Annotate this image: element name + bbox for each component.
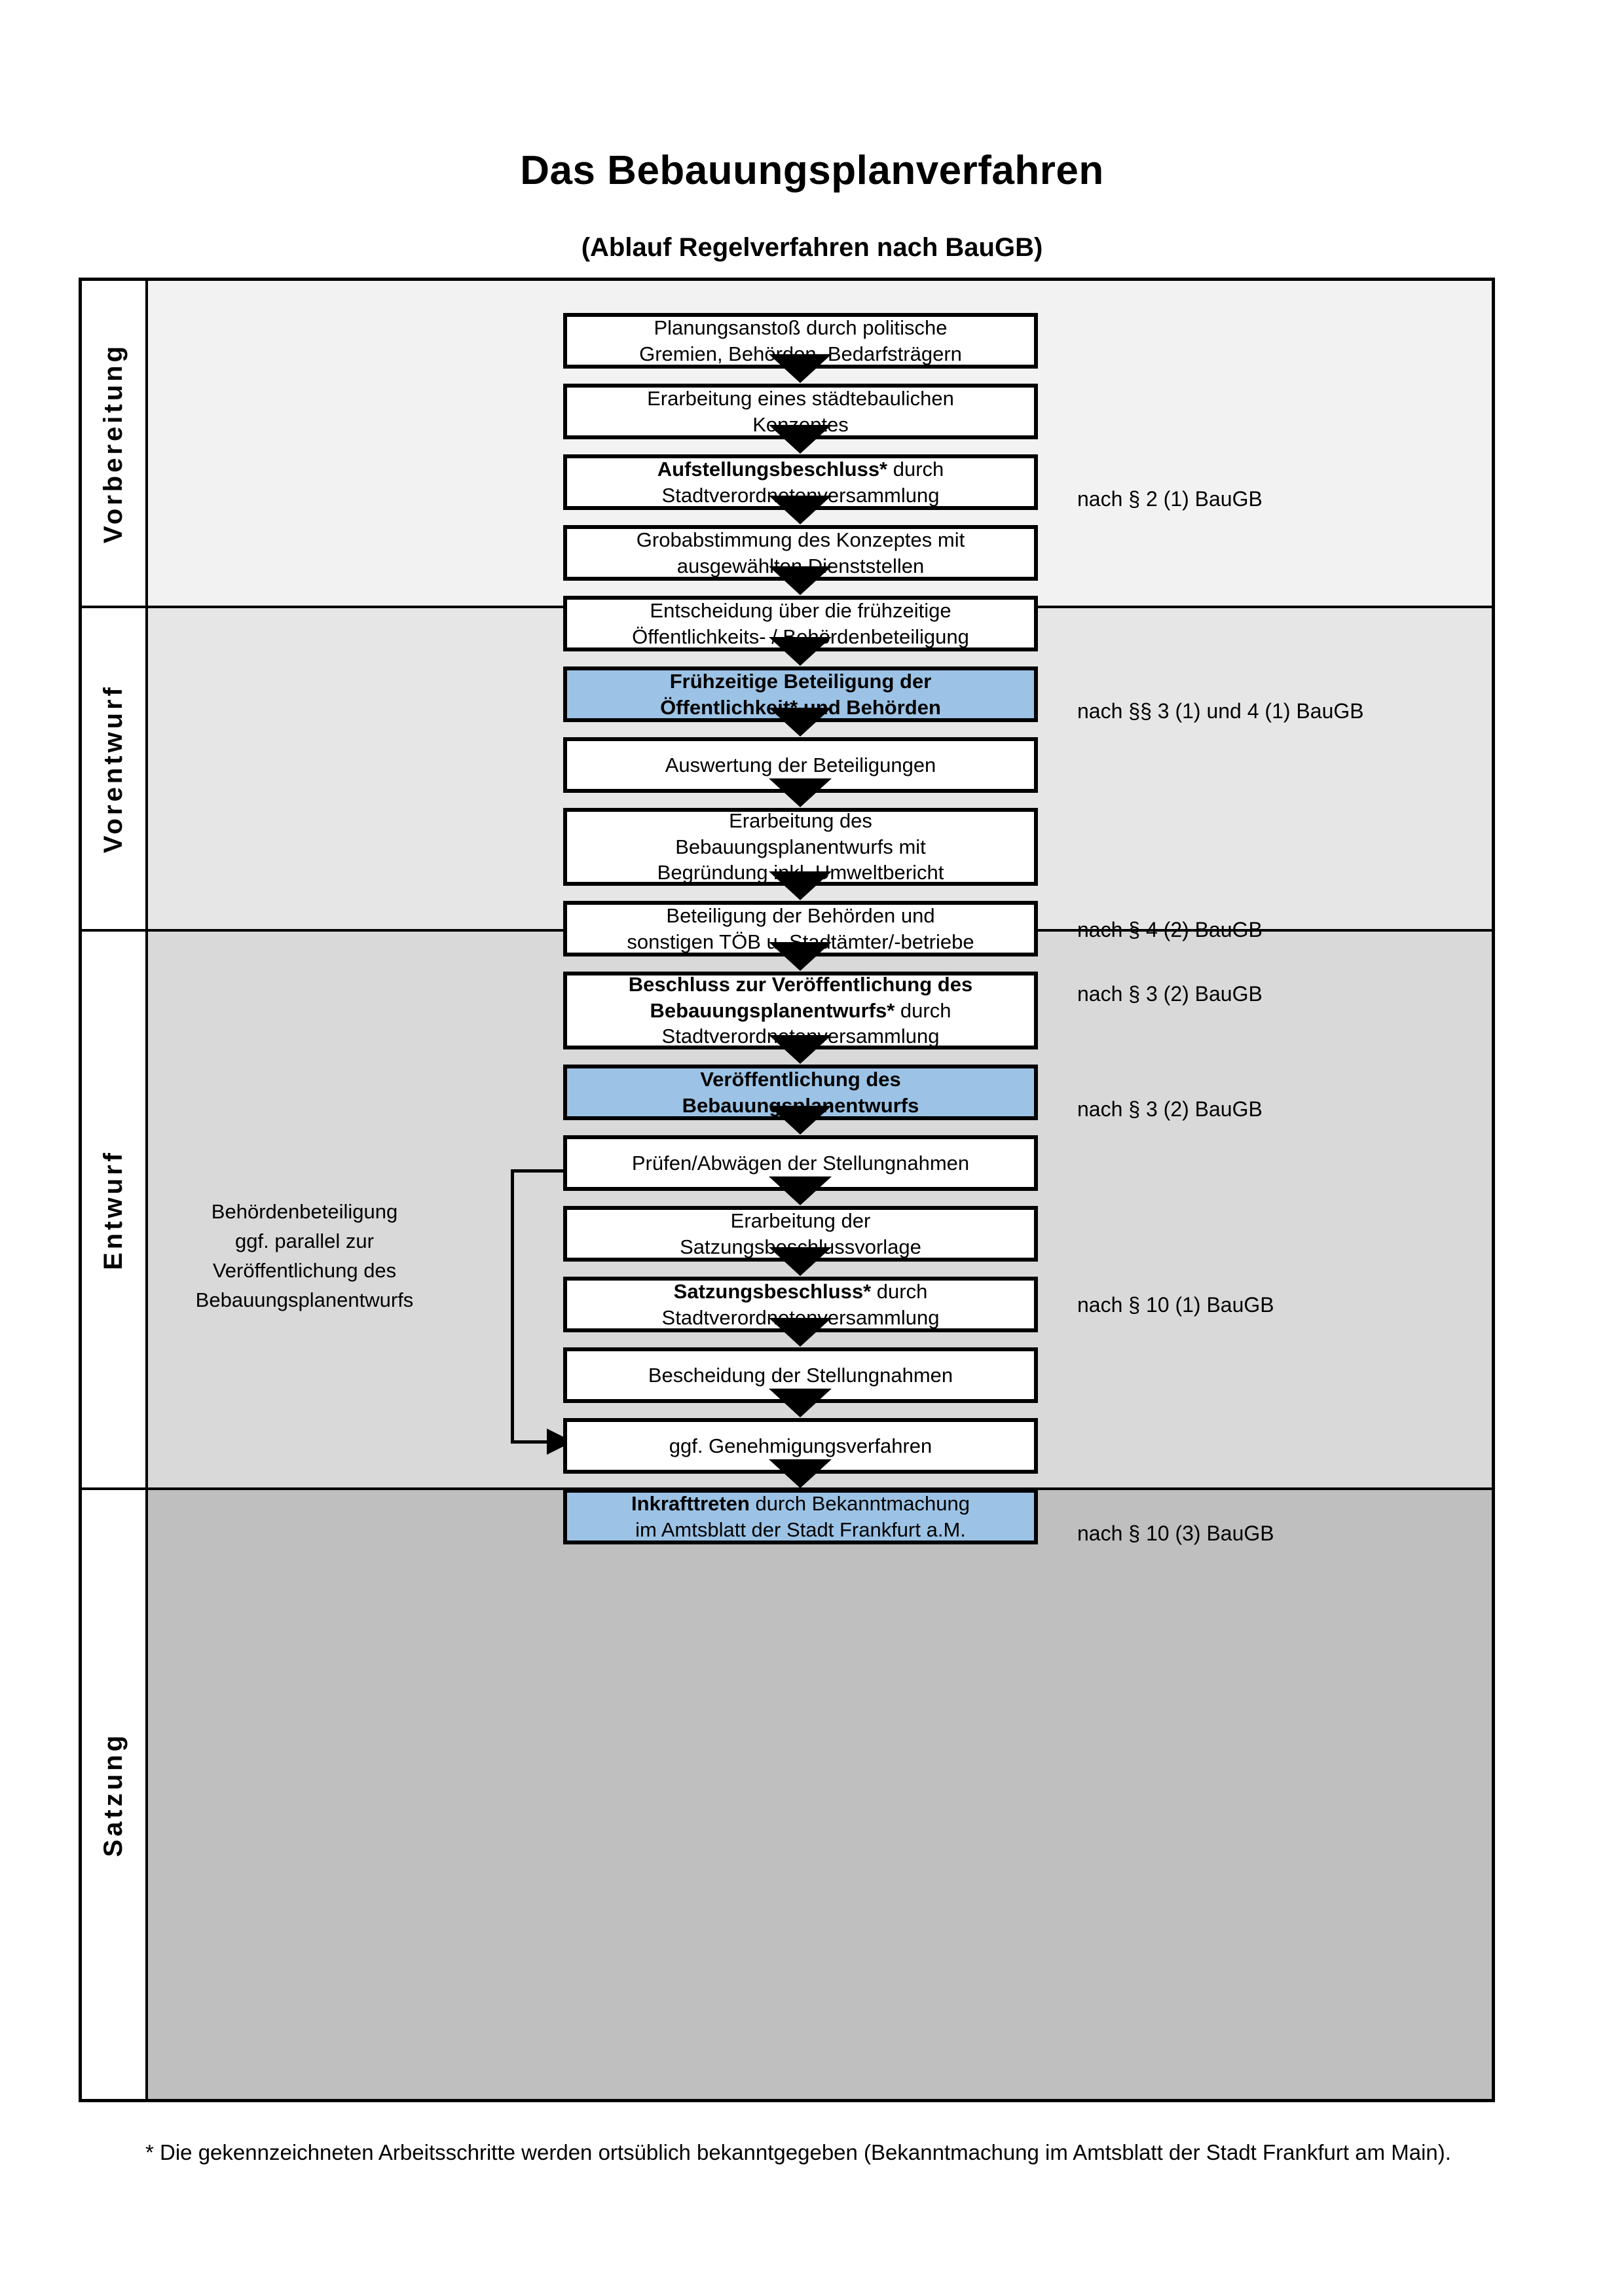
box-line: Grobabstimmung des Konzeptes mit <box>636 528 965 551</box>
box-line: Entscheidung über die frühzeitige <box>650 598 951 622</box>
box-line-bold: Inkrafttreten <box>631 1491 750 1515</box>
process-box-bescheidung-stellungnahmen[interactable]: Bescheidung der Stellungnahmen <box>563 1347 1038 1403</box>
legal-ref-par2-1: nach § 2 (1) BauGB <box>1077 487 1263 511</box>
stage-label-entwurf: Entwurf <box>82 932 145 1487</box>
stage-label-text: Vorbereitung <box>99 343 128 543</box>
box-line: Planungsanstoß durch politische <box>654 316 948 339</box>
legal-ref-par4-2: nach § 4 (2) BauGB <box>1077 918 1263 941</box>
box-line: Erarbeitung eines städtebaulichen <box>647 386 954 410</box>
page-subtitle: (Ablauf Regelverfahren nach BauGB) <box>581 233 1043 263</box>
box-line-bold: Frühzeitige Beteiligung der <box>669 669 932 693</box>
side-note-line: Bebauungsplanentwurfs <box>195 1288 414 1311</box>
legal-ref-par10-3: nach § 10 (3) BauGB <box>1077 1522 1274 1545</box>
stage-label-divider <box>145 281 148 2099</box>
box-line-bold: Veröffentlichung des <box>700 1067 901 1091</box>
box-line: Beschluss zur Veröffentlichung des <box>629 972 972 998</box>
box-line: Bescheidung der Stellungnahmen <box>648 1363 953 1387</box>
flowchart-frame: Vorbereitung Vorentwurf Entwurf Satzung … <box>79 278 1495 2102</box>
stage-label-text: Vorentwurf <box>99 683 128 854</box>
feedback-connector-bottom <box>511 1440 563 1444</box>
side-note-line: Behördenbeteiligung <box>211 1200 398 1223</box>
process-box-beschluss-veroeffentlichung[interactable]: Beschluss zur Veröffentlichung des Bebau… <box>563 972 1038 1049</box>
box-line: Satzungsbeschluss* durch <box>674 1279 928 1305</box>
stage-label-vorentwurf: Vorentwurf <box>82 608 145 929</box>
band-fill <box>145 1489 1492 2099</box>
page-title: Das Bebauungsplanverfahren <box>520 147 1104 193</box>
box-line: Beteiligung der Behörden und <box>666 903 935 927</box>
box-line: Bebauungsplanentwurfs* durch <box>650 998 951 1024</box>
box-line: Auswertung der Beteiligungen <box>665 753 936 776</box>
box-line: Inkrafttreten durch Bekanntmachung <box>631 1491 970 1517</box>
side-note-behoerdenbeteiligung: Behördenbeteiligung ggf. parallel zur Ve… <box>160 1197 449 1315</box>
process-box-aufstellungsbeschluss[interactable]: Aufstellungsbeschluss* durch Stadtverord… <box>563 454 1038 510</box>
box-line: Veröffentlichung des <box>700 1066 901 1093</box>
box-line: Erarbeitung des <box>729 809 872 832</box>
legal-ref-par3-2-a: nach § 3 (2) BauGB <box>1077 982 1263 1006</box>
box-line-rest: durch <box>887 457 944 481</box>
stage-label-satzung: Satzung <box>82 1490 145 2099</box>
footnote: * Die gekennzeichneten Arbeitsschritte w… <box>145 2140 1451 2164</box>
side-note-line: ggf. parallel zur <box>235 1229 374 1252</box>
box-line: Erarbeitung der <box>730 1209 871 1232</box>
box-line: Prüfen/Abwägen der Stellungnahmen <box>631 1151 970 1175</box>
process-box-planungsanstoss[interactable]: Planungsanstoß durch politische Gremien,… <box>563 313 1038 369</box>
stage-label-vorbereitung: Vorbereitung <box>82 281 145 606</box>
stage-band-satzung <box>82 1489 1492 2099</box>
box-line: Frühzeitige Beteiligung der <box>670 668 932 695</box>
stage-label-text: Entwurf <box>99 1149 128 1270</box>
box-line-bold: Aufstellungsbeschluss* <box>657 457 888 481</box>
box-line: im Amtsblatt der Stadt Frankfurt a.M. <box>635 1518 966 1541</box>
feedback-connector-top <box>511 1169 567 1173</box>
side-note-line: Veröffentlichung des <box>212 1258 397 1282</box>
stage-label-text: Satzung <box>99 1732 128 1857</box>
box-line: Aufstellungsbeschluss* durch <box>657 456 944 483</box>
legal-ref-par3-1-4-1: nach §§ 3 (1) und 4 (1) BauGB <box>1077 699 1364 723</box>
box-line-bold: Satzungsbeschluss* <box>673 1279 872 1303</box>
box-line-bold: Bebauungsplanentwurfs* <box>650 998 895 1022</box>
box-line-bold: Beschluss zur Veröffentlichung des <box>628 973 973 996</box>
box-line: ggf. Genehmigungsverfahren <box>669 1434 932 1457</box>
box-line-rest: durch Bekanntmachung <box>749 1491 970 1515</box>
legal-ref-par3-2-b: nach § 3 (2) BauGB <box>1077 1097 1263 1121</box>
box-line-rest: durch <box>871 1279 928 1303</box>
feedback-connector-vertical <box>511 1169 514 1444</box>
box-line-rest: durch <box>895 998 951 1022</box>
box-line: Bebauungsplanentwurfs mit <box>675 835 926 858</box>
legal-ref-par10-1: nach § 10 (1) BauGB <box>1077 1293 1274 1317</box>
process-box-inkrafttreten[interactable]: Inkrafttreten durch Bekanntmachung im Am… <box>563 1489 1038 1544</box>
